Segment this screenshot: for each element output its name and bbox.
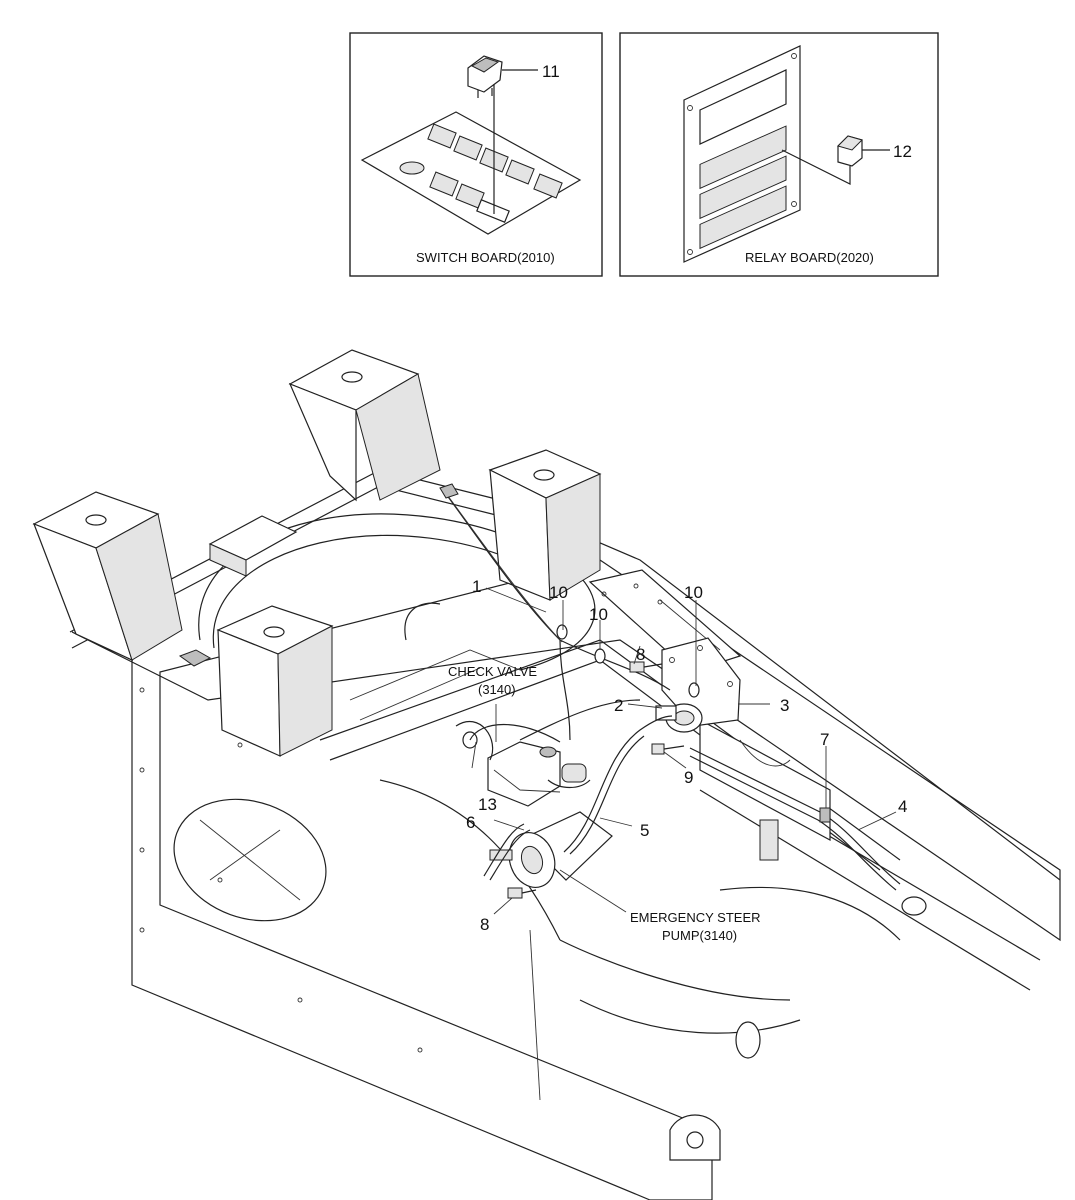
callout-6: 6 bbox=[466, 813, 475, 832]
callout-3: 3 bbox=[780, 696, 789, 715]
bolt-8-lower bbox=[507, 887, 537, 899]
pump-code: PUMP(3140) bbox=[662, 928, 737, 943]
emergency-steer-pump bbox=[489, 811, 613, 888]
relay-board-caption: RELAY BOARD(2020) bbox=[745, 250, 874, 265]
rocker-switch-part bbox=[467, 55, 503, 98]
clip-10-b bbox=[594, 648, 606, 664]
callout-13: 13 bbox=[478, 795, 497, 814]
chassis-frame bbox=[69, 469, 1061, 1200]
callout-8-upper: 8 bbox=[636, 645, 645, 664]
leader-lines bbox=[471, 587, 897, 915]
callout-12: 12 bbox=[893, 142, 912, 161]
harness-connector bbox=[439, 483, 459, 499]
callout-10-b: 10 bbox=[589, 605, 608, 624]
cable-clip-7 bbox=[819, 807, 831, 823]
callout-7: 7 bbox=[820, 730, 829, 749]
clip-10-a bbox=[556, 624, 568, 640]
bolt-8-upper bbox=[629, 661, 663, 673]
check-valve-code: (3140) bbox=[478, 682, 516, 697]
relay-leader-line bbox=[781, 149, 851, 185]
pump-label: EMERGENCY STEER bbox=[630, 910, 761, 925]
callout-5: 5 bbox=[640, 821, 649, 840]
switch-board-inset: 11 SWITCH BOARD(2010) bbox=[349, 32, 603, 277]
check-valve-part bbox=[462, 731, 591, 807]
callout-1: 1 bbox=[472, 577, 481, 596]
cable-5 bbox=[563, 715, 673, 853]
callout-4: 4 bbox=[898, 797, 907, 816]
callout-2: 2 bbox=[614, 696, 623, 715]
cable-6 bbox=[483, 823, 525, 877]
mount-block-rear bbox=[288, 349, 441, 502]
switch-board-plate bbox=[360, 111, 582, 235]
relay-part bbox=[837, 135, 863, 167]
bolt-9 bbox=[651, 743, 685, 755]
relay-board-inset: 12 RELAY BOARD(2020) bbox=[619, 32, 939, 277]
mount-block-right bbox=[488, 449, 602, 601]
callout-11: 11 bbox=[542, 62, 560, 81]
switch-board-caption: SWITCH BOARD(2010) bbox=[416, 250, 555, 265]
mount-block-center bbox=[216, 605, 334, 757]
callout-10-c: 10 bbox=[684, 583, 703, 602]
mount-block-left bbox=[32, 491, 183, 662]
callout-labels: 1 10 10 10 8 2 3 7 4 9 5 6 13 8 CHECK VA… bbox=[448, 577, 907, 943]
callout-9: 9 bbox=[684, 768, 693, 787]
callout-8-lower: 8 bbox=[480, 915, 489, 934]
callout-10-a: 10 bbox=[549, 583, 568, 602]
relay-board-relays bbox=[699, 125, 787, 250]
clip-10-c bbox=[688, 682, 700, 698]
mount-blocks bbox=[32, 349, 602, 757]
check-valve-label: CHECK VALVE bbox=[448, 664, 537, 679]
